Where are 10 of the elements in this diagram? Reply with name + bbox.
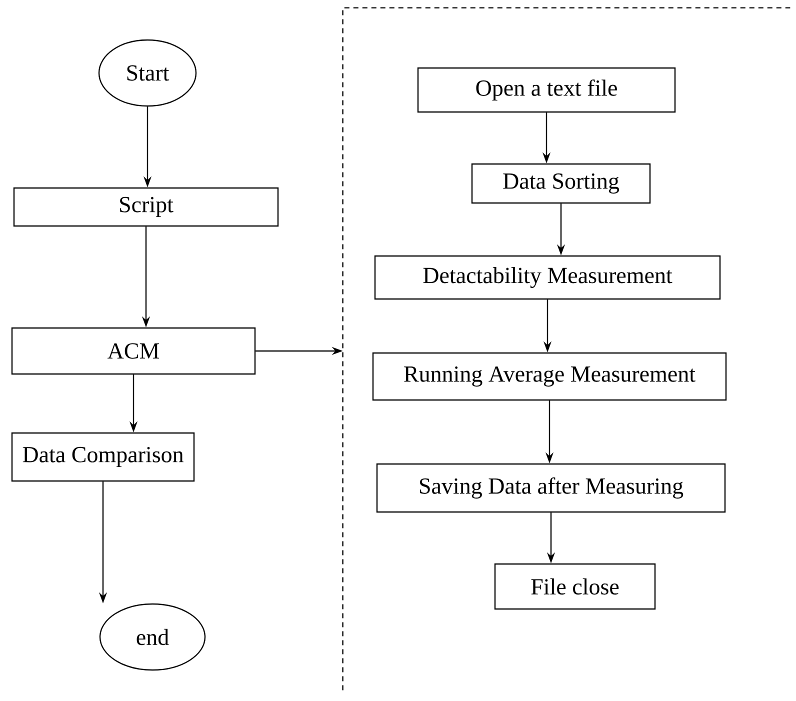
process-box: Data Comparison xyxy=(11,432,195,482)
process-box: File close xyxy=(494,563,656,610)
process-box: Script xyxy=(13,187,279,227)
process-box: Running Average Measurement xyxy=(372,352,727,401)
dashed-panel xyxy=(342,7,790,690)
process-box: ACM xyxy=(11,327,256,375)
process-box: Saving Data after Measuring xyxy=(376,463,726,513)
process-box: Detactability Measurement xyxy=(374,255,721,300)
process-box: Data Sorting xyxy=(471,163,651,204)
process-box: Open a text file xyxy=(417,67,676,113)
